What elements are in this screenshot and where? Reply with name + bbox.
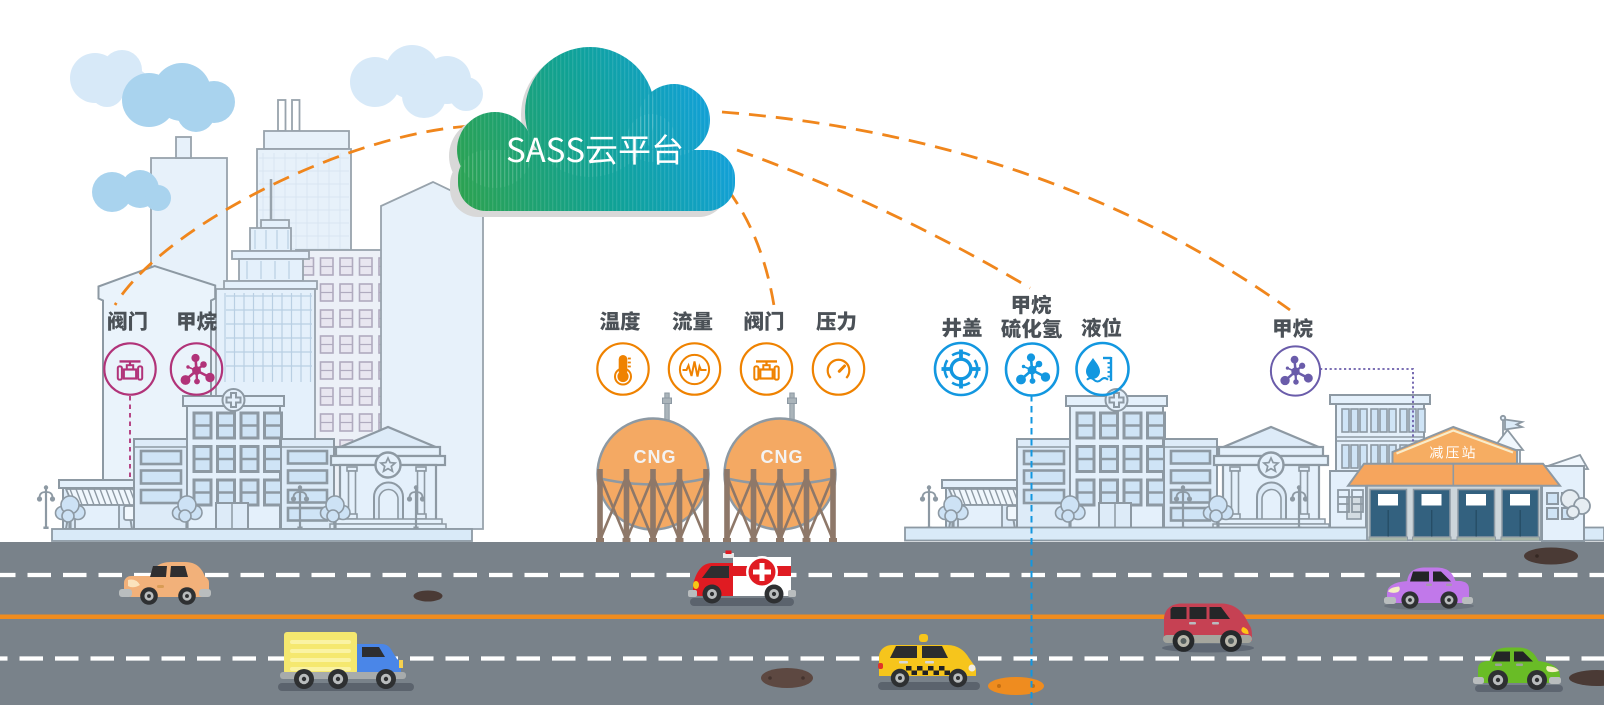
svg-text:CNG: CNG — [761, 447, 804, 467]
svg-text:CNG: CNG — [634, 447, 677, 467]
